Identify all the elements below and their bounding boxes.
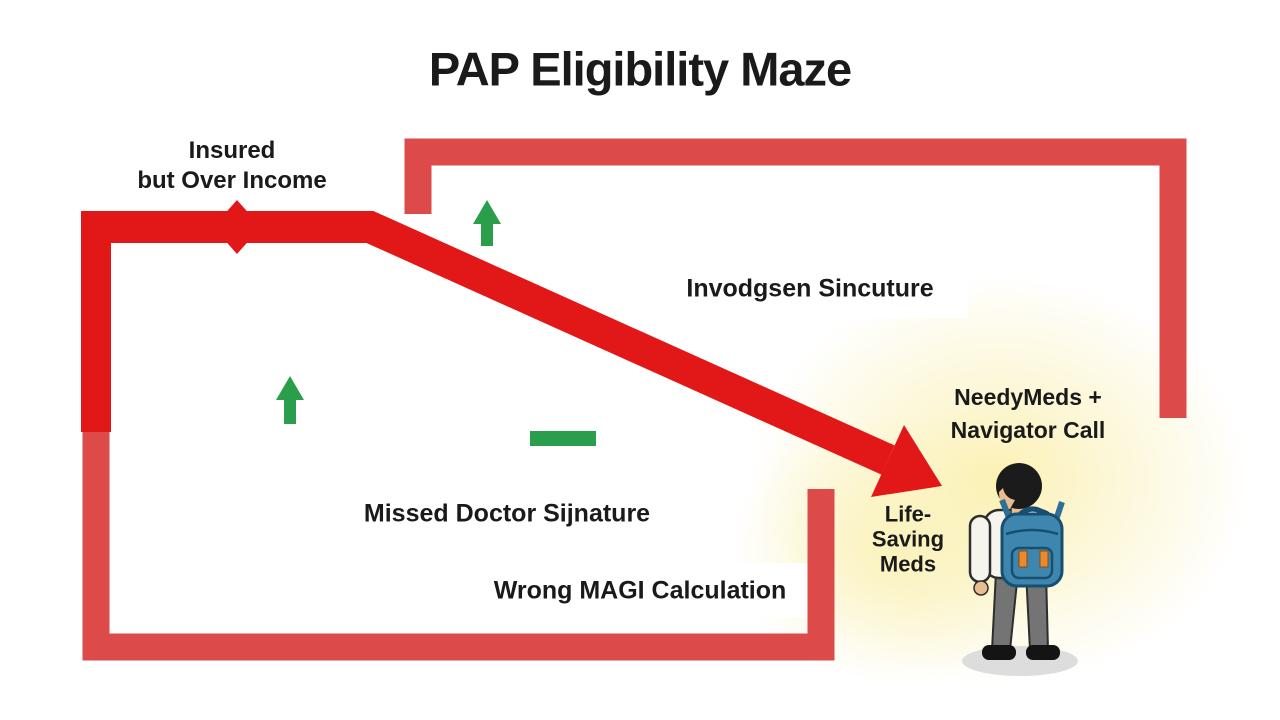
solution-label-line2: Navigator Call	[950, 417, 1106, 443]
start-label: Insured but Over Income	[137, 136, 326, 196]
red-arrow-down-right-icon	[871, 425, 942, 497]
obstacle-label-top: Invodgsen Sincuture	[686, 274, 934, 303]
goal-label-line3: Meds	[879, 551, 937, 577]
label-box-obstacle-bottom	[450, 563, 818, 618]
person-left-arm	[968, 514, 992, 584]
left-maze-red-border	[82, 420, 835, 661]
person-hand	[973, 580, 989, 596]
green-up-arrow-icon	[473, 200, 501, 246]
right-maze-red-border	[404, 138, 1187, 418]
solution-label-line1: NeedyMeds +	[954, 384, 1102, 410]
red-path-shaft	[92, 211, 895, 475]
green-up-arrow-icon	[276, 376, 304, 424]
backpack-pocket	[1010, 546, 1054, 580]
start-label-line1: Insured	[188, 137, 276, 164]
person-left-shoe	[982, 645, 1016, 660]
page-title: PAP Eligibility Maze	[428, 42, 852, 96]
backpack-seam	[1005, 528, 1059, 536]
backpack-buckle	[1018, 550, 1028, 568]
label-box-obstacle-top	[652, 260, 968, 318]
obstacle-label-mid: Missed Doctor Sijnature	[363, 499, 651, 528]
goal-label: Life- Saving Meds	[872, 502, 944, 577]
red-failure-path	[81, 200, 942, 497]
maze-hints	[276, 200, 596, 446]
obstacle-label-bottom: Wrong MAGI Calculation	[493, 576, 787, 605]
person-right-shoe	[1026, 645, 1060, 660]
green-dash	[530, 431, 596, 446]
person-shadow	[962, 646, 1078, 676]
label-box-obstacle-mid	[348, 486, 666, 542]
goal-label-line2: Saving	[871, 526, 945, 552]
person-with-backpack-icon	[962, 463, 1078, 676]
backpack-body	[1000, 512, 1064, 588]
start-label-line2: but Over Income	[137, 167, 327, 194]
goal-label-line1: Life-	[884, 501, 932, 527]
backpack-buckle	[1039, 550, 1049, 568]
solution-label: NeedyMeds + Navigator Call	[951, 381, 1106, 447]
red-diamond-marker	[213, 200, 261, 254]
